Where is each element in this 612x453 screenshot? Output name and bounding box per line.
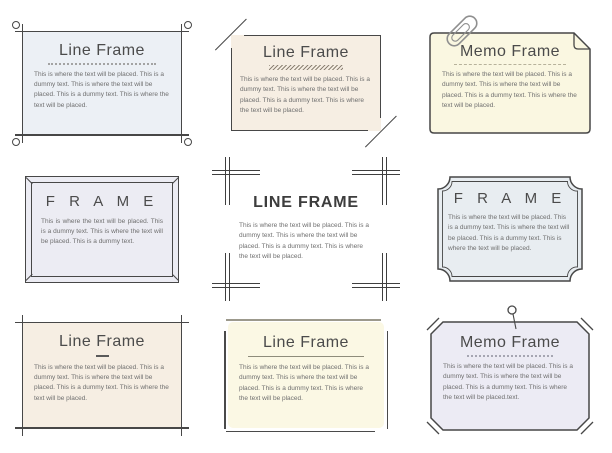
ticket-border-shape [437,176,583,282]
frame-title: Line Frame [263,44,349,61]
frame-body-text: This is where the text will be placed. T… [239,222,369,261]
border-line-right [180,23,182,143]
frame-background [22,30,182,136]
ticket-outer-border [437,176,583,282]
corner-circle-pin-icon [12,20,20,29]
frame-card-line-pins: Line Frame This is where the text will b… [12,20,192,146]
frame-card-line-cross: LINE FRAME This is where the text will b… [212,157,400,301]
frame-body-text: This is where the text will be placed. T… [34,70,169,109]
divider-dotted [467,355,553,357]
frame-card-memo-clip: Memo Frame This is where the text will b… [429,15,591,134]
memo-note-shape [429,15,591,134]
frame-title: F R A M E [45,192,159,210]
frame-card-memo-pin: Memo Frame This is where the text will b… [426,305,594,435]
frame-body-text: This is where the text will be placed. T… [41,217,163,246]
frame-card-picture: F R A M E This is where the text will be… [25,175,179,283]
border-line-bottom [226,430,375,432]
frame-title: Line Frame [263,334,349,351]
divider-solid-line [248,356,364,357]
frame-card-line-plus: Line Frame This is where the text will b… [15,314,189,436]
corner-dash-icon [426,317,594,435]
border-line-left [224,331,226,429]
border-line-right [386,331,388,429]
border-line-top [15,30,189,32]
frame-title: F R A M E [453,190,567,207]
frame-title: Memo Frame [459,334,561,351]
memo-octagon-shape [426,305,594,435]
paperclip-icon [446,15,478,47]
frame-title: Line Frame [59,41,145,59]
octagon-outline [430,321,590,431]
frame-body-text: This is where the text will be placed. T… [443,363,573,402]
border-line-left [231,48,233,131]
frame-card-ticket: F R A M E This is where the text will be… [436,175,584,283]
border-line-top [226,319,381,321]
grid-cell: F R A M E This is where the text will be… [0,156,204,302]
border-line-left [22,314,24,436]
frame-background [228,322,384,428]
grid-cell: F R A M E This is where the text will be… [408,156,612,302]
frame-title: LINE FRAME [253,194,359,211]
grid-cell: Line Frame This is where the text will b… [0,302,204,448]
corner-circle-pin-icon [12,137,20,146]
border-line-bottom [231,129,368,131]
pushpin-icon [507,305,517,330]
frame-body-text: This is where the text will be placed. T… [240,76,370,115]
divider-short-dash [95,354,109,357]
ticket-inner-border [442,181,578,277]
corner-circle-pin-icon [184,20,192,29]
grid-cell: Line Frame This is where the text will b… [204,302,408,448]
border-line-left [22,23,24,143]
inner-border [31,181,173,277]
border-line-top [244,35,381,37]
grid-cell: LINE FRAME This is where the text will b… [204,156,408,302]
grid-cell: Line Frame This is where the text will b… [204,10,408,156]
frame-title: Memo Frame [459,43,561,60]
frame-body-text: This is where the text will be placed. T… [448,214,570,253]
grid-cell: Memo Frame This is where the text will b… [408,10,612,156]
frame-background [26,176,178,282]
frame-card-line-offset: Line Frame This is where the text will b… [224,319,388,432]
frame-title: Line Frame [59,332,145,350]
border-line-bottom [15,134,189,136]
frame-body-text: This is where the text will be placed. T… [34,363,169,402]
folded-corner-icon [573,33,590,50]
divider-dashed [454,64,566,65]
frame-background [231,35,381,131]
grid-cell: Line Frame This is where the text will b… [0,10,204,156]
frame-body-text: This is where the text will be placed. T… [239,364,369,403]
corner-circle-pin-icon [184,137,192,146]
divider-dotted [47,62,157,65]
border-line-bottom [15,427,189,429]
border-line-right [180,314,182,436]
grid-cell: Memo Frame This is where the text will b… [408,302,612,448]
frame-body-text: This is where the text will be placed. T… [442,71,577,110]
border-line-right [379,35,381,118]
memo-outline [429,32,591,134]
frame-background [22,321,182,429]
frame-card-line-slash: Line Frame This is where the text will b… [214,18,398,148]
divider-hatched [269,65,343,70]
border-line-top [15,321,189,323]
corner-cross-mark-icon [212,157,265,210]
